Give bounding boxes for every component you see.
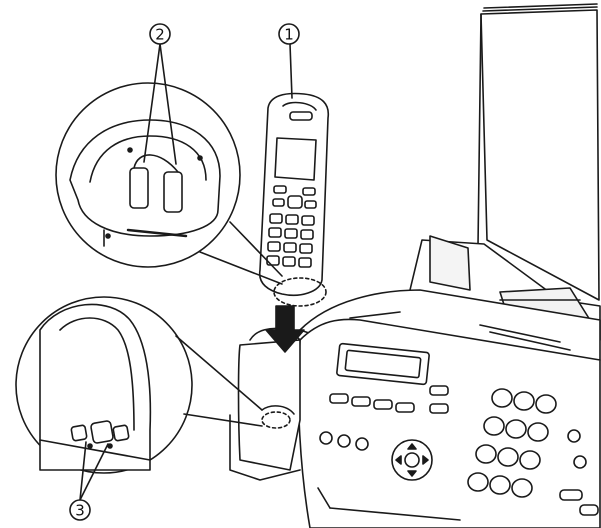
magnifier-handset-contacts <box>55 82 283 285</box>
magnifier-base-contacts <box>15 296 263 474</box>
placement-arrow <box>265 305 305 353</box>
fax-machine-body <box>229 235 601 528</box>
callout-leaders <box>79 43 293 501</box>
callout-marker-1 <box>278 23 300 45</box>
callout-label-3: 3 <box>75 502 85 520</box>
callout-label-2: 2 <box>155 26 165 44</box>
callout-marker-2 <box>149 23 171 45</box>
callout-label-1: 1 <box>284 26 294 44</box>
callout-marker-3 <box>69 499 91 521</box>
cordless-handset <box>258 92 330 307</box>
